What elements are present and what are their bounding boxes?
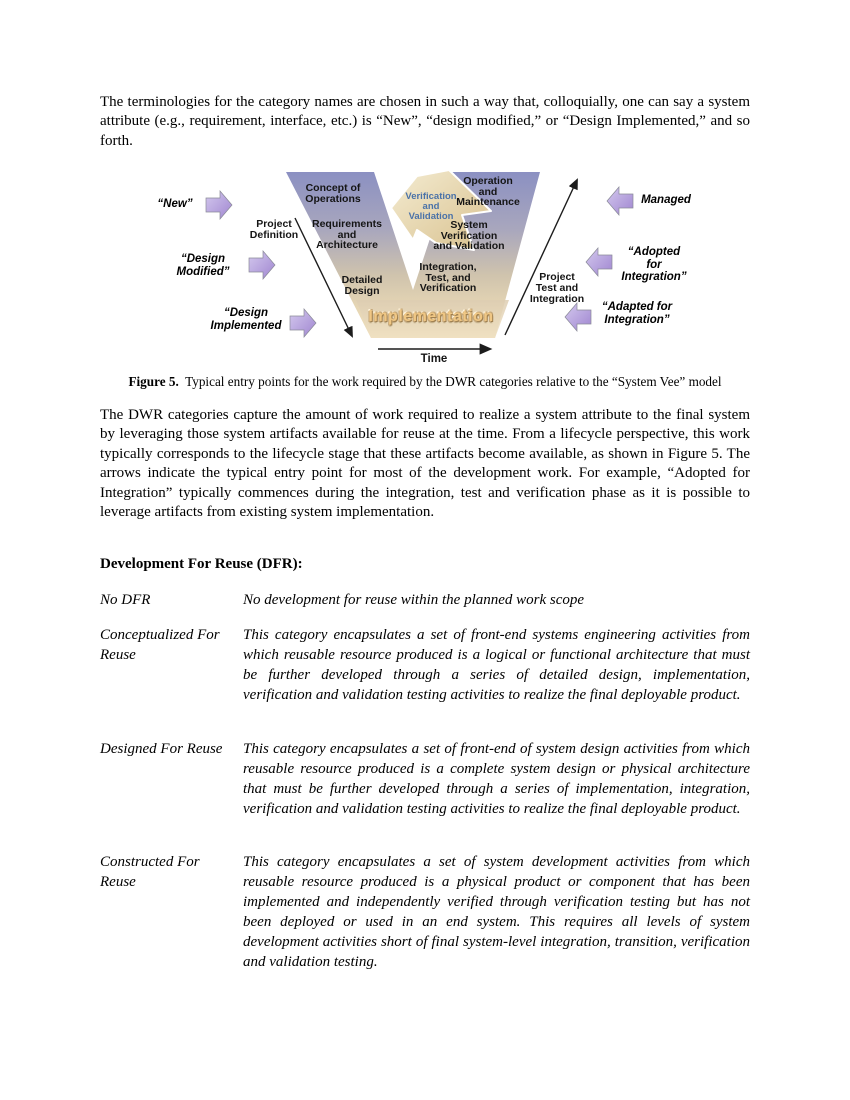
dfr-definition: This category encapsulates a set of fron… [243,627,750,703]
stage-integration-test-verification: Integration, Test, and Verification [419,261,477,294]
entry-label-adopted-for-integration: “Adopted for Integration” [621,246,687,283]
entry-arrow-managed [606,186,634,216]
stage-operation-maintenance: Operation and Maintenance [456,175,520,208]
entry-arrow-new [205,190,233,220]
entry-label-new: “New” [157,198,193,210]
dfr-definition: This category encapsulates a set of fron… [243,741,750,817]
vv-ribbon-label: Verification and Validation [405,191,457,222]
figure-caption-number: Figure 5. [128,374,179,389]
entry-label-managed: Managed [641,194,691,206]
dfr-term: No DFR [100,592,151,608]
project-definition-label: Project Definition [249,218,299,241]
paragraph-intro: The terminologies for the category names… [100,94,750,149]
entry-arrow-design-implemented [289,308,317,338]
entry-arrow-adopted [585,247,613,277]
entry-label-design-implemented: “Design Implemented [210,307,282,332]
figure-caption-text: Typical entry points for the work requir… [185,374,722,389]
stage-detailed-design: Detailed Design [341,274,383,297]
entry-arrow-adapted [564,302,592,332]
project-definition-arrow [294,217,353,338]
dfr-definition: No development for reuse within the plan… [243,592,585,608]
vee-model-figure: Concept of Operations Requirements and A… [140,166,715,376]
dfr-definition: This category encapsulates a set of syst… [243,854,750,970]
entry-label-adapted-for-integration: “Adapted for Integration” [601,301,673,326]
entry-label-design-modified: “Design Modified” [176,253,230,278]
dfr-heading: Development For Reuse (DFR): [100,556,303,572]
vee-figure-graphics [205,169,634,355]
stage-concept-of-operations: Concept of Operations [305,182,361,205]
entry-arrow-design-modified [248,250,276,280]
stage-requirements-architecture: Requirements and Architecture [311,218,383,251]
figure-caption: Figure 5. Typical entry points for the w… [100,373,750,390]
project-test-arrow [504,178,578,336]
implementation-band [356,300,509,338]
dfr-term: Constructed For Reuse [100,854,200,890]
stage-implementation: Implementation [368,308,494,325]
vv-ribbon-shape [390,169,492,251]
paragraph-dwr-categories: The DWR categories capture the amount of… [100,407,750,521]
dfr-term: Designed For Reuse [100,741,223,757]
stage-system-verification-validation: System Verification and Validation [433,219,505,252]
project-test-integration-label: Project Test and Integration [529,271,585,305]
time-axis-label: Time [420,353,448,365]
dfr-term: Conceptualized For Reuse [100,627,220,663]
